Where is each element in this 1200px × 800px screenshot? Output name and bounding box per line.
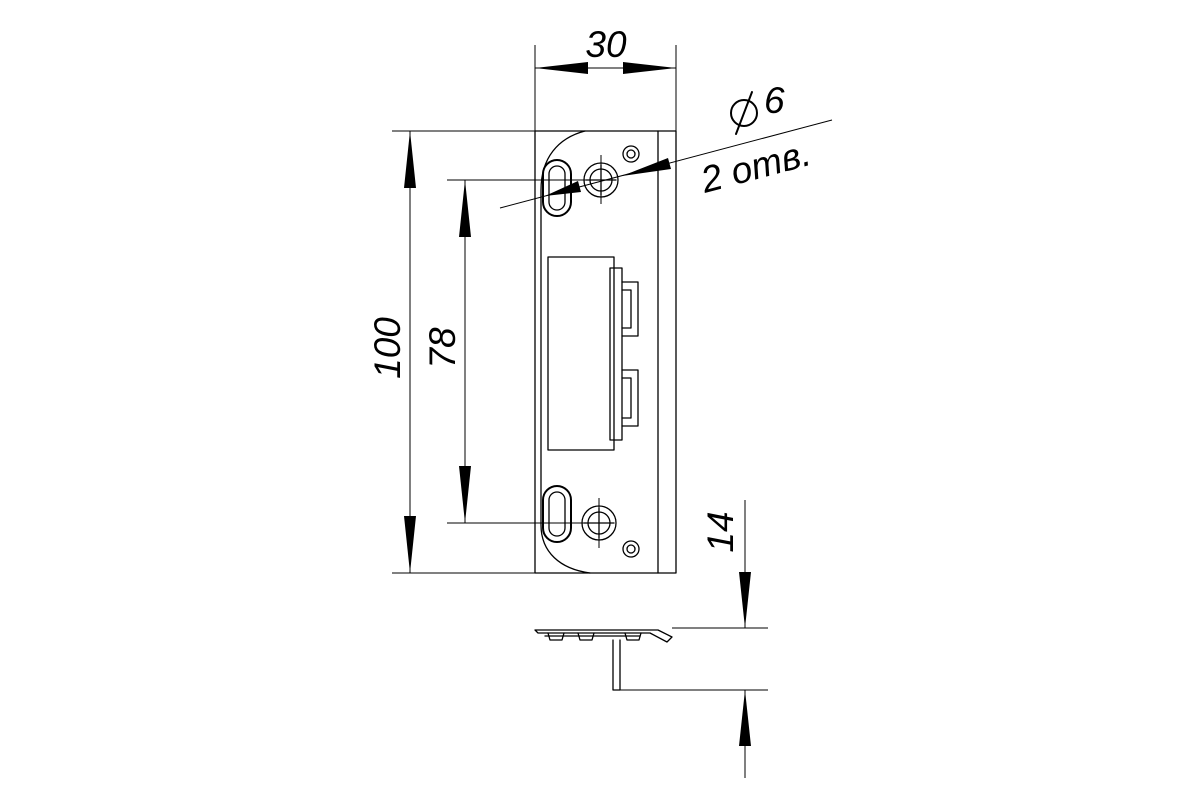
dimension-hole-spacing: 78 [422, 179, 601, 524]
dimension-depth-label: 14 [700, 511, 741, 552]
leader-hole-callout: 6 2 отв. [499, 80, 833, 209]
diameter-symbol-icon [730, 91, 758, 135]
dimension-depth: 14 [620, 500, 768, 778]
plate-inner-contour [540, 130, 591, 574]
side-view-tongue [612, 639, 621, 691]
dimension-width: 30 [534, 24, 677, 131]
slot-lower-inner [548, 491, 566, 537]
slot-upper-inner [548, 165, 566, 211]
latch-bracket-upper [621, 281, 639, 337]
rivet-upper [622, 145, 640, 163]
dimension-height: 100 [367, 130, 535, 574]
strike-plate-front-view [534, 130, 677, 574]
latch-bracket-lower [621, 369, 639, 427]
hole-diameter-label: 6 [764, 80, 785, 121]
latch-tongue-frame [609, 267, 623, 441]
slot-lower [542, 485, 572, 543]
plate-outline [534, 130, 677, 574]
hole-count-label: 2 отв. [695, 132, 815, 201]
dimension-width-label: 30 [585, 24, 627, 65]
latch-opening [547, 256, 615, 451]
latch-bracket-lower-inner [621, 377, 632, 419]
strike-plate-side-view [534, 629, 673, 691]
dimension-hole-spacing-label: 78 [422, 327, 463, 369]
side-view-plate [534, 629, 673, 643]
latch-bracket-upper-inner [621, 289, 632, 329]
dimension-height-label: 100 [367, 317, 408, 379]
rivet-lower [622, 540, 640, 558]
